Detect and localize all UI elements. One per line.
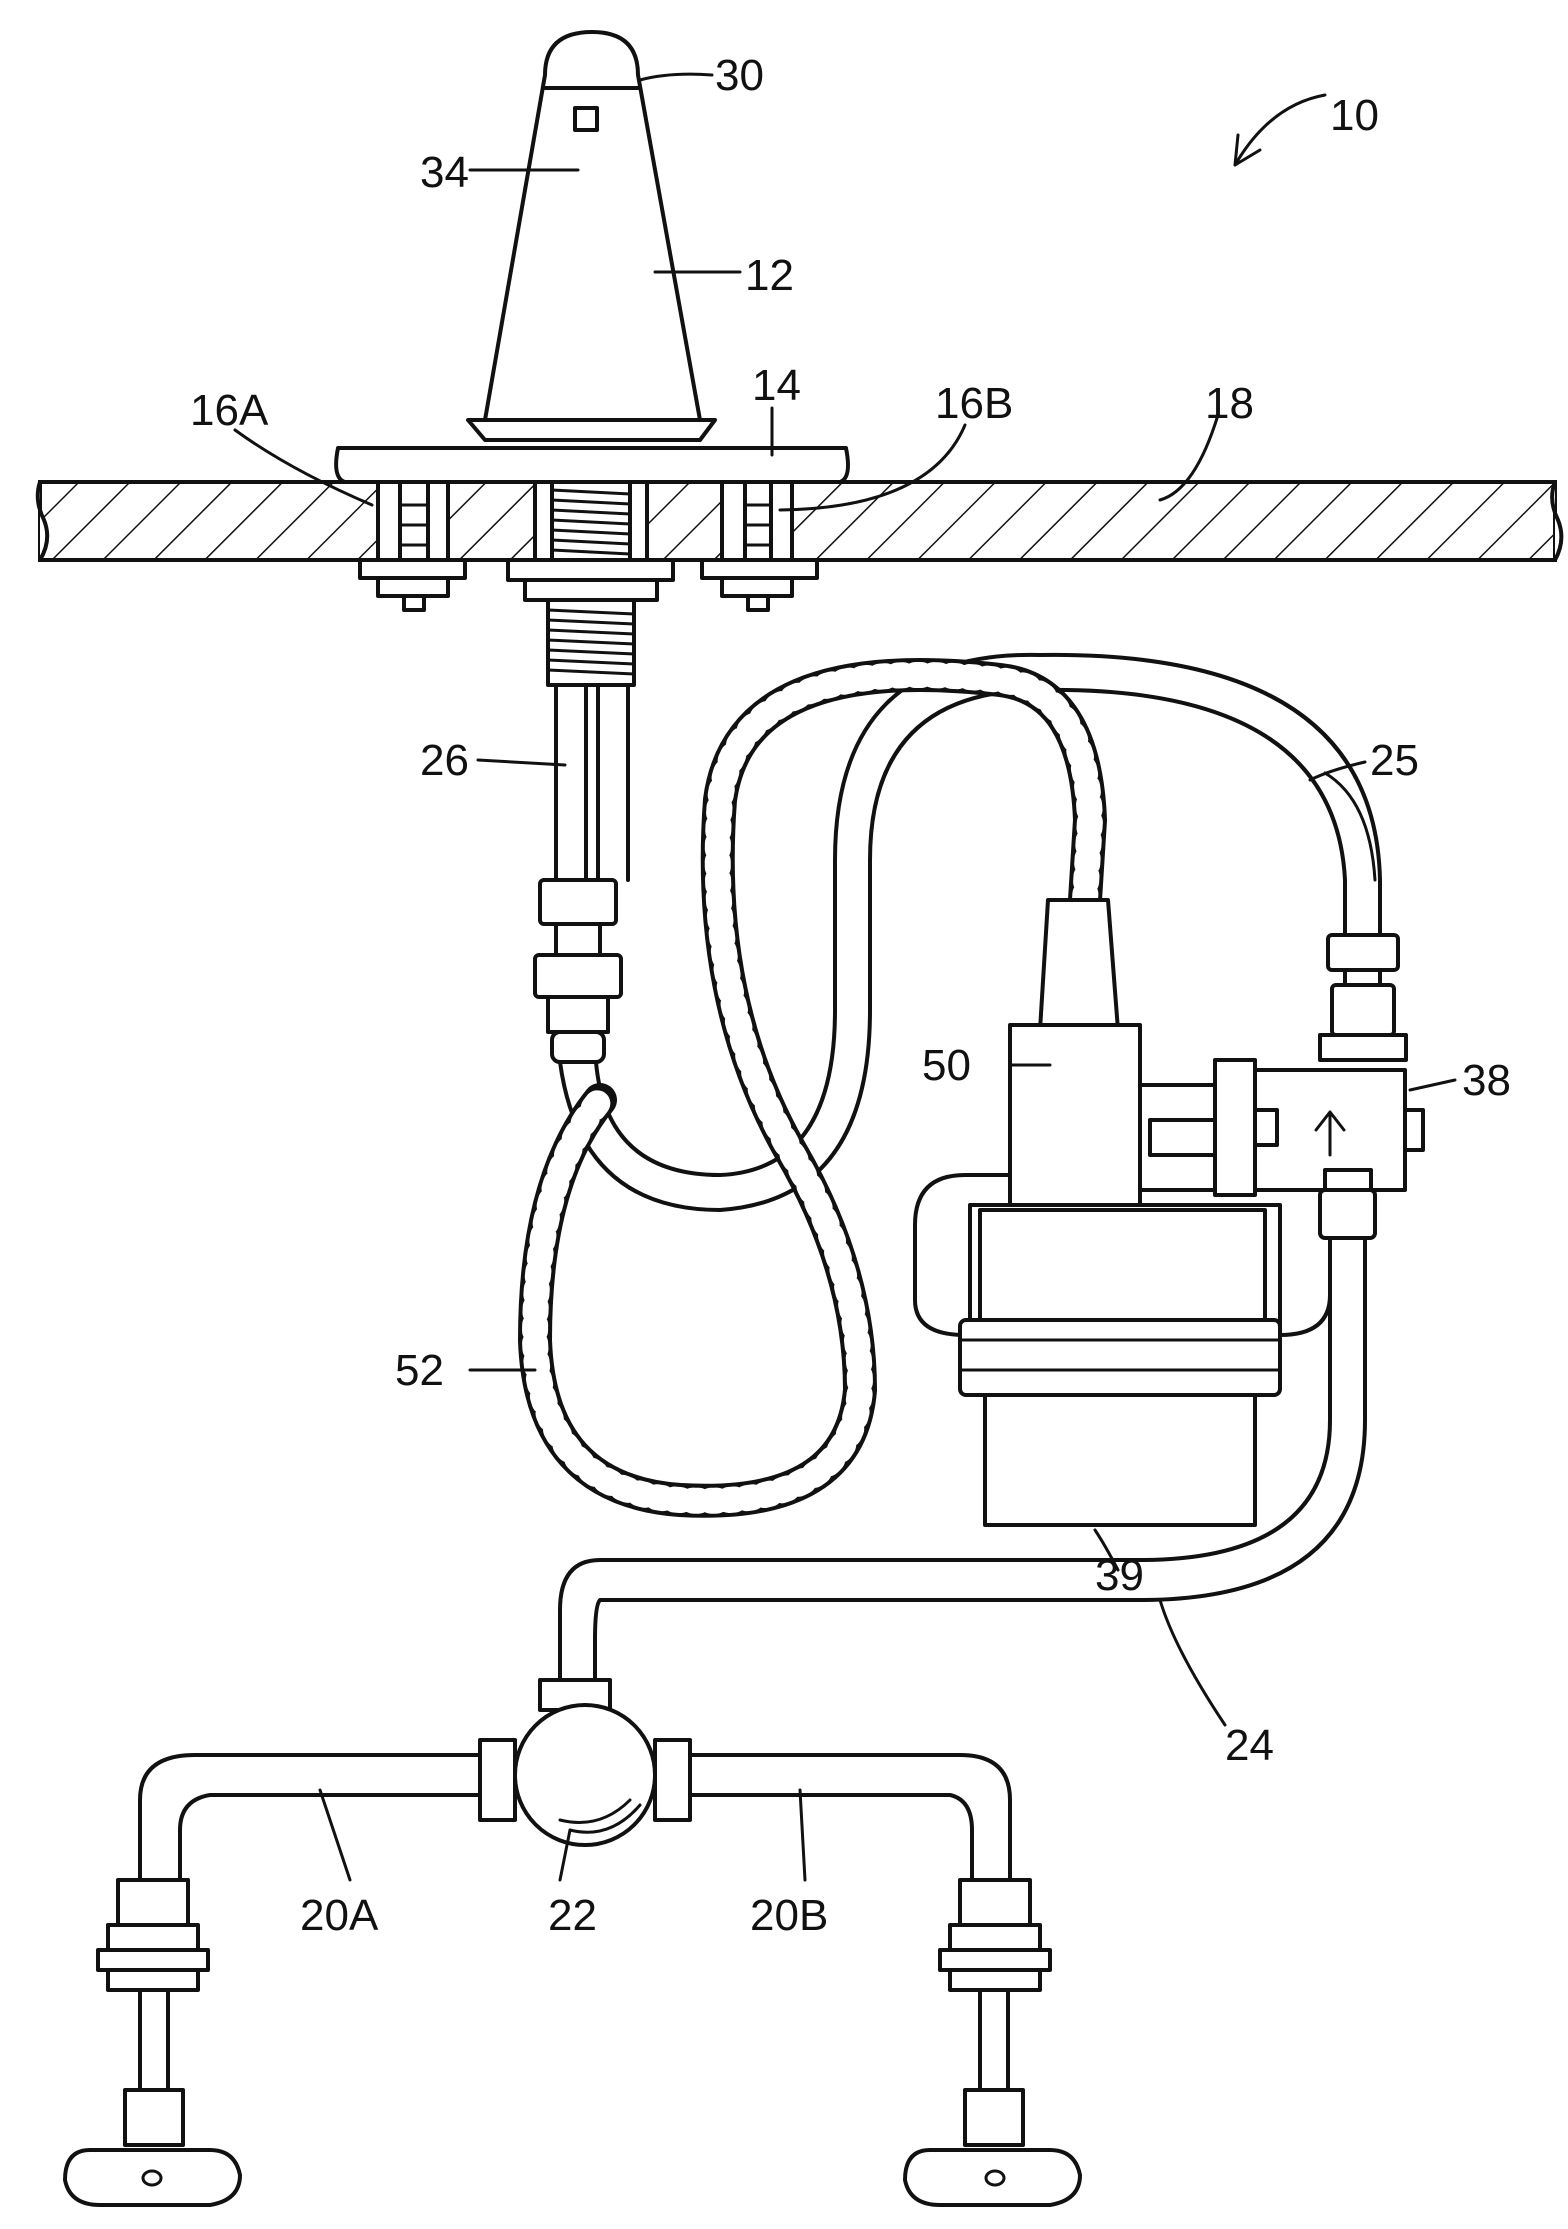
label-52: 52	[395, 1346, 444, 1395]
controller	[1010, 900, 1220, 1205]
label-16b: 16B	[935, 379, 1013, 428]
power-module	[915, 1175, 1330, 1525]
label-38: 38	[1462, 1056, 1511, 1105]
leader-lines	[235, 74, 1455, 1880]
label-30: 30	[715, 51, 764, 100]
supply-right	[690, 1755, 1080, 2205]
label-20b: 20B	[750, 1891, 828, 1940]
label-16a: 16A	[190, 386, 269, 435]
label-18: 18	[1205, 379, 1254, 428]
label-10: 10	[1330, 91, 1379, 140]
label-34: 34	[420, 148, 469, 197]
deck	[38, 482, 1562, 560]
valve-housing	[1215, 1060, 1423, 1195]
label-24: 24	[1225, 1721, 1274, 1770]
label-26: 26	[420, 736, 469, 785]
label-14: 14	[752, 361, 801, 410]
reference-labels: 10 30 34 12 14 16A 16B 18 26 25 50 38 52…	[190, 51, 1511, 1940]
label-20a: 20A	[300, 1891, 379, 1940]
label-22: 22	[548, 1891, 597, 1940]
spout	[468, 32, 715, 440]
label-25: 25	[1370, 736, 1419, 785]
mixing-valve	[480, 1680, 690, 1845]
label-39: 39	[1095, 1551, 1144, 1600]
spout-tube	[535, 685, 628, 1062]
label-50: 50	[922, 1041, 971, 1090]
label-12: 12	[745, 251, 794, 300]
supply-left	[65, 1755, 480, 2205]
